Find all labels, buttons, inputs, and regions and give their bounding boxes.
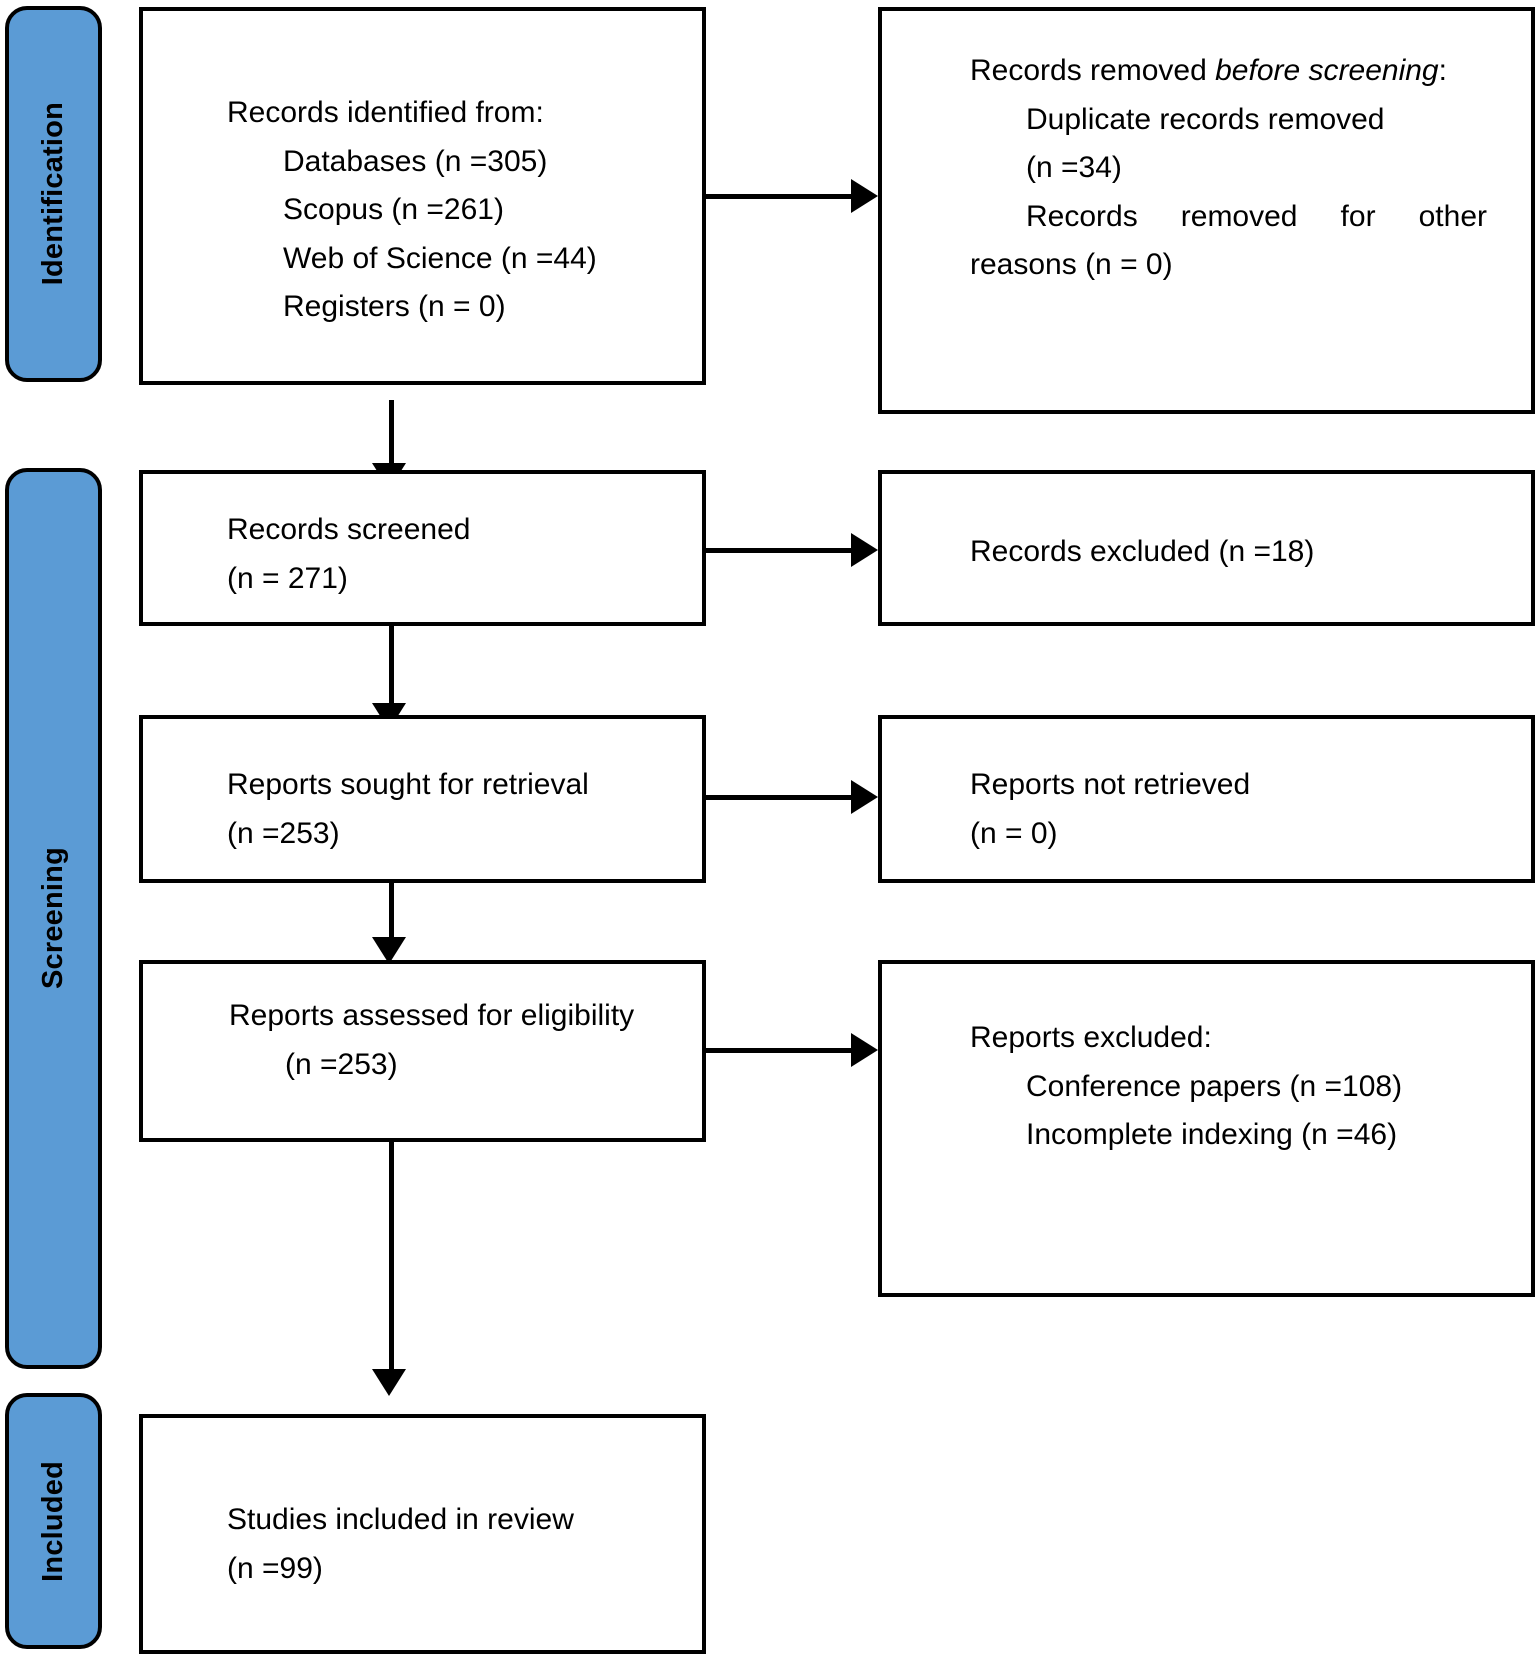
- box-reports-not-retrieved: Reports not retrieved (n = 0): [878, 715, 1535, 883]
- connector-sought-to-assessed: [389, 862, 394, 940]
- phase-tab-screening: Screening: [5, 468, 102, 1369]
- phase-tab-included: Included: [5, 1393, 102, 1649]
- connector-identified-to-screened: [389, 400, 394, 466]
- studies-included-count: (n =99): [227, 1551, 323, 1585]
- arrowhead-sought-to-assessed: [372, 937, 406, 964]
- records-identified-item-3: Registers (n = 0): [283, 290, 506, 324]
- phase-label-included: Included: [37, 1460, 69, 1582]
- records-excluded-title: Records excluded (n =18): [970, 535, 1315, 568]
- records-removed-heading-text: Records removed: [970, 54, 1216, 87]
- box-reports-sought: Reports sought for retrieval (n =253): [139, 715, 706, 883]
- reports-sought-count: (n =253): [227, 816, 340, 850]
- connector-screened-to-excluded: [706, 548, 853, 553]
- connector-screened-to-sought: [389, 626, 394, 706]
- box-records-removed: Records removed before screening: Duplic…: [878, 7, 1535, 414]
- box-records-identified: Records identified from: Databases (n =3…: [139, 7, 706, 385]
- records-screened-title: Records screened: [227, 513, 471, 546]
- reports-excluded-item-2-text: Incomplete indexing (n =46): [1026, 1118, 1398, 1152]
- records-identified-item-1: Scopus (n =261): [283, 193, 504, 227]
- box-records-screened: Records screened (n = 271): [139, 470, 706, 626]
- arrowhead-screened-to-excluded: [851, 533, 878, 567]
- phase-label-identification: Identification: [37, 102, 69, 286]
- records-removed-heading-before: before: [1215, 54, 1301, 87]
- records-removed-item-1-count: (n =34): [1026, 151, 1122, 185]
- records-removed-heading-colon: :: [1438, 54, 1447, 87]
- records-identified-item-0: Databases (n =305): [283, 144, 548, 178]
- reports-not-retrieved-title: Reports not retrieved: [970, 768, 1251, 801]
- reports-assessed-title: Reports assessed for eligibility: [229, 999, 635, 1032]
- reports-excluded-item-2: Incomplete indexing (n =46): [970, 1111, 1487, 1160]
- reports-sought-title: Reports sought for retrieval: [227, 768, 589, 801]
- connector-assessed-to-excluded: [706, 1048, 853, 1053]
- reports-excluded-item-1: Conference papers (n =108): [970, 1063, 1487, 1112]
- arrowhead-sought-to-notretrieved: [851, 780, 878, 814]
- reports-excluded-item-1-text: Conference papers (n =108): [1026, 1069, 1403, 1103]
- box-records-excluded: Records excluded (n =18): [878, 470, 1535, 626]
- arrowhead-identified-to-removed: [851, 179, 878, 213]
- records-removed-heading-screening: screening: [1308, 54, 1439, 87]
- records-removed-heading: Records removed before screening:: [970, 47, 1487, 96]
- records-removed-item-2: Records removed for other reasons (n = 0…: [970, 193, 1487, 290]
- records-removed-item-1-text: Duplicate records removed: [1026, 102, 1385, 136]
- reports-not-retrieved-count: (n = 0): [970, 816, 1058, 850]
- arrowhead-assessed-to-included: [372, 1369, 406, 1396]
- connector-identified-to-removed: [706, 194, 853, 199]
- connector-assessed-to-included: [389, 1142, 394, 1372]
- studies-included-title: Studies included in review: [227, 1503, 574, 1536]
- records-removed-item-1: Duplicate records removed: [970, 96, 1487, 145]
- records-screened-count: (n = 271): [227, 561, 348, 595]
- phase-label-screening: Screening: [37, 847, 69, 990]
- reports-excluded-title: Reports excluded:: [970, 1021, 1212, 1054]
- box-studies-included: Studies included in review (n =99): [139, 1414, 706, 1654]
- box-reports-excluded: Reports excluded: Conference papers (n =…: [878, 960, 1535, 1297]
- box-reports-assessed: Reports assessed for eligibility (n =253…: [139, 960, 706, 1142]
- phase-tab-identification: Identification: [5, 6, 102, 382]
- reports-assessed-count: (n =253): [285, 1047, 398, 1081]
- records-identified-title: Records identified from:: [227, 96, 544, 129]
- connector-sought-to-notretrieved: [706, 795, 853, 800]
- records-removed-item-2-text: Records removed for other reasons (n = 0…: [970, 199, 1487, 282]
- records-identified-item-2: Web of Science (n =44): [283, 241, 597, 275]
- arrowhead-assessed-to-excluded: [851, 1033, 878, 1067]
